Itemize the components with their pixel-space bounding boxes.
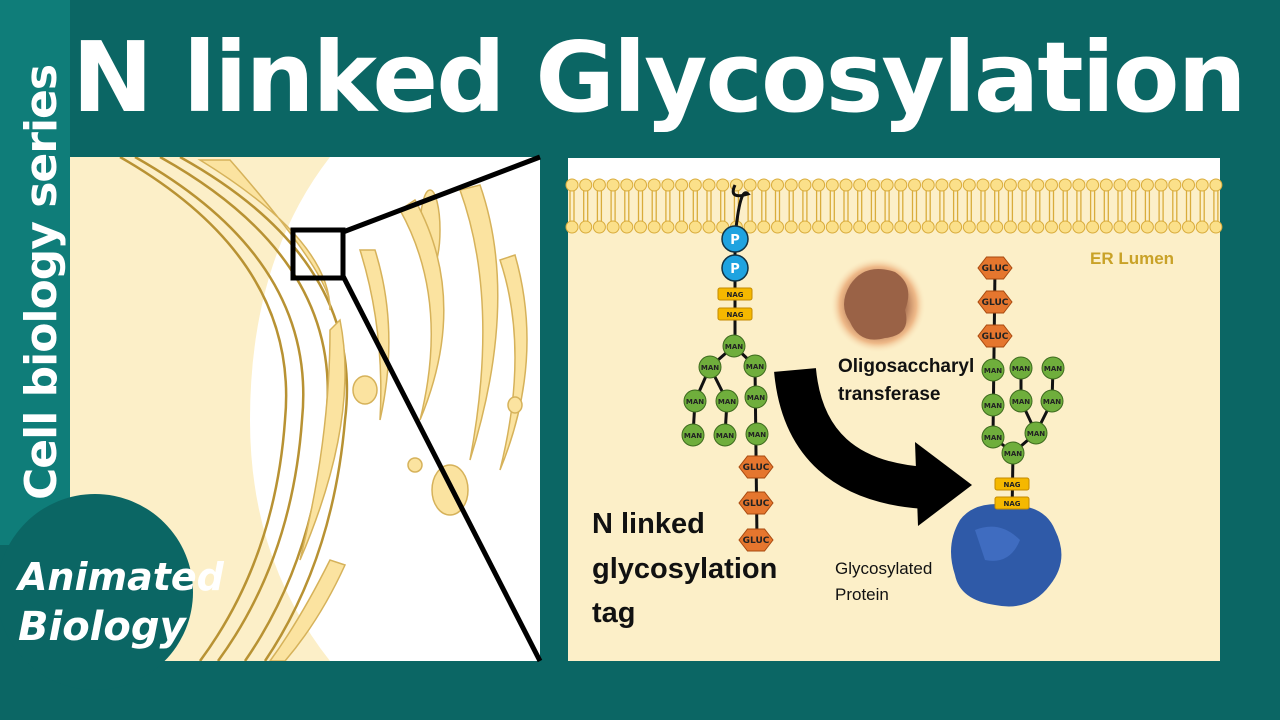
man-label: MAN: [684, 432, 702, 440]
gluc-label: GLUC: [743, 536, 770, 546]
man-residue-icon: MAN: [1009, 389, 1033, 413]
cell-illustration: [70, 157, 540, 661]
man-residue-icon: MAN: [745, 422, 769, 446]
man-residue-icon: MAN: [981, 393, 1005, 417]
zoom-box: [290, 227, 346, 281]
tag-label-line3: tag: [592, 597, 636, 629]
man-label: MAN: [984, 367, 1002, 375]
man-label: MAN: [718, 398, 736, 406]
enzyme-label-line1: Oligosaccharyl: [838, 356, 974, 377]
man-label: MAN: [1004, 450, 1022, 458]
nag-residue-icon: NAG: [994, 477, 1030, 491]
man-residue-icon: MAN: [1001, 441, 1025, 465]
svg-text:Animated: Animated: [15, 555, 225, 599]
animated-biology-logo: Animated Biology: [0, 494, 225, 690]
nag-label: NAG: [1003, 481, 1020, 489]
man-residue-icon: MAN: [681, 423, 705, 447]
nag-label: NAG: [726, 291, 743, 299]
man-label: MAN: [1012, 365, 1030, 373]
gluc-residue-icon: GLUC: [738, 455, 774, 479]
man-label: MAN: [747, 394, 765, 402]
gluc-residue-icon: GLUC: [738, 528, 774, 552]
man-label: MAN: [716, 432, 734, 440]
p-label: P: [730, 233, 740, 248]
tag-label-line2: glycosylation: [592, 553, 777, 585]
p-label: P: [730, 262, 740, 277]
man-residue-icon: MAN: [715, 389, 739, 413]
zoom-line-bottom: [340, 274, 543, 663]
man-label: MAN: [984, 434, 1002, 442]
svg-text:Biology: Biology: [18, 604, 188, 650]
man-label: MAN: [686, 398, 704, 406]
man-label: MAN: [1012, 398, 1030, 406]
man-residue-icon: MAN: [1041, 356, 1065, 380]
man-label: MAN: [1043, 398, 1061, 406]
glycosylation-diagram: ER Lumen Oligosaccharyl transferase: [565, 158, 1223, 661]
gluc-label: GLUC: [982, 298, 1009, 308]
man-label: MAN: [725, 343, 743, 351]
gluc-label: GLUC: [982, 332, 1009, 342]
man-label: MAN: [701, 364, 719, 372]
man-residue-icon: MAN: [1024, 421, 1048, 445]
man-residue-icon: MAN: [1009, 356, 1033, 380]
gluc-residue-icon: GLUC: [977, 256, 1013, 280]
glycosylated-protein: [951, 504, 1062, 607]
man-label: MAN: [746, 363, 764, 371]
gluc-residue-icon: GLUC: [977, 324, 1013, 348]
man-residue-icon: MAN: [722, 334, 746, 358]
enzyme-label-line2: transferase: [838, 384, 940, 405]
zoom-line-top: [342, 154, 541, 235]
man-label: MAN: [984, 402, 1002, 410]
protein-label-line2: Protein: [835, 585, 889, 604]
nag-label: NAG: [726, 311, 743, 319]
series-label: Cell biology series: [16, 64, 67, 500]
gluc-residue-icon: GLUC: [738, 491, 774, 515]
er-lumen-label: ER Lumen: [1090, 249, 1174, 268]
reaction-arrow-icon: [774, 367, 972, 526]
series-strip: [0, 0, 70, 545]
gluc-label: GLUC: [982, 264, 1009, 274]
nag-residue-icon: NAG: [994, 496, 1030, 510]
man-residue-icon: MAN: [744, 385, 768, 409]
gluc-label: GLUC: [743, 463, 770, 473]
p-residue-icon: P: [721, 254, 749, 282]
tag-label-line1: N linked: [592, 508, 705, 540]
man-residue-icon: MAN: [698, 355, 722, 379]
man-residue-icon: MAN: [981, 358, 1005, 382]
page-title: N linked Glycosylation: [72, 21, 1247, 134]
p-residue-icon: P: [721, 225, 749, 253]
man-residue-icon: MAN: [981, 425, 1005, 449]
man-residue-icon: MAN: [1040, 389, 1064, 413]
man-label: MAN: [748, 431, 766, 439]
oligosaccharyltransferase-enzyme: [830, 257, 926, 353]
nag-residue-icon: NAG: [717, 307, 753, 321]
nag-residue-icon: NAG: [717, 287, 753, 301]
gluc-label: GLUC: [743, 499, 770, 509]
man-residue-icon: MAN: [743, 354, 767, 378]
man-label: MAN: [1044, 365, 1062, 373]
man-label: MAN: [1027, 430, 1045, 438]
protein-label-line1: Glycosylated: [835, 559, 932, 578]
man-residue-icon: MAN: [713, 423, 737, 447]
man-residue-icon: MAN: [683, 389, 707, 413]
nag-label: NAG: [1003, 500, 1020, 508]
gluc-residue-icon: GLUC: [977, 290, 1013, 314]
